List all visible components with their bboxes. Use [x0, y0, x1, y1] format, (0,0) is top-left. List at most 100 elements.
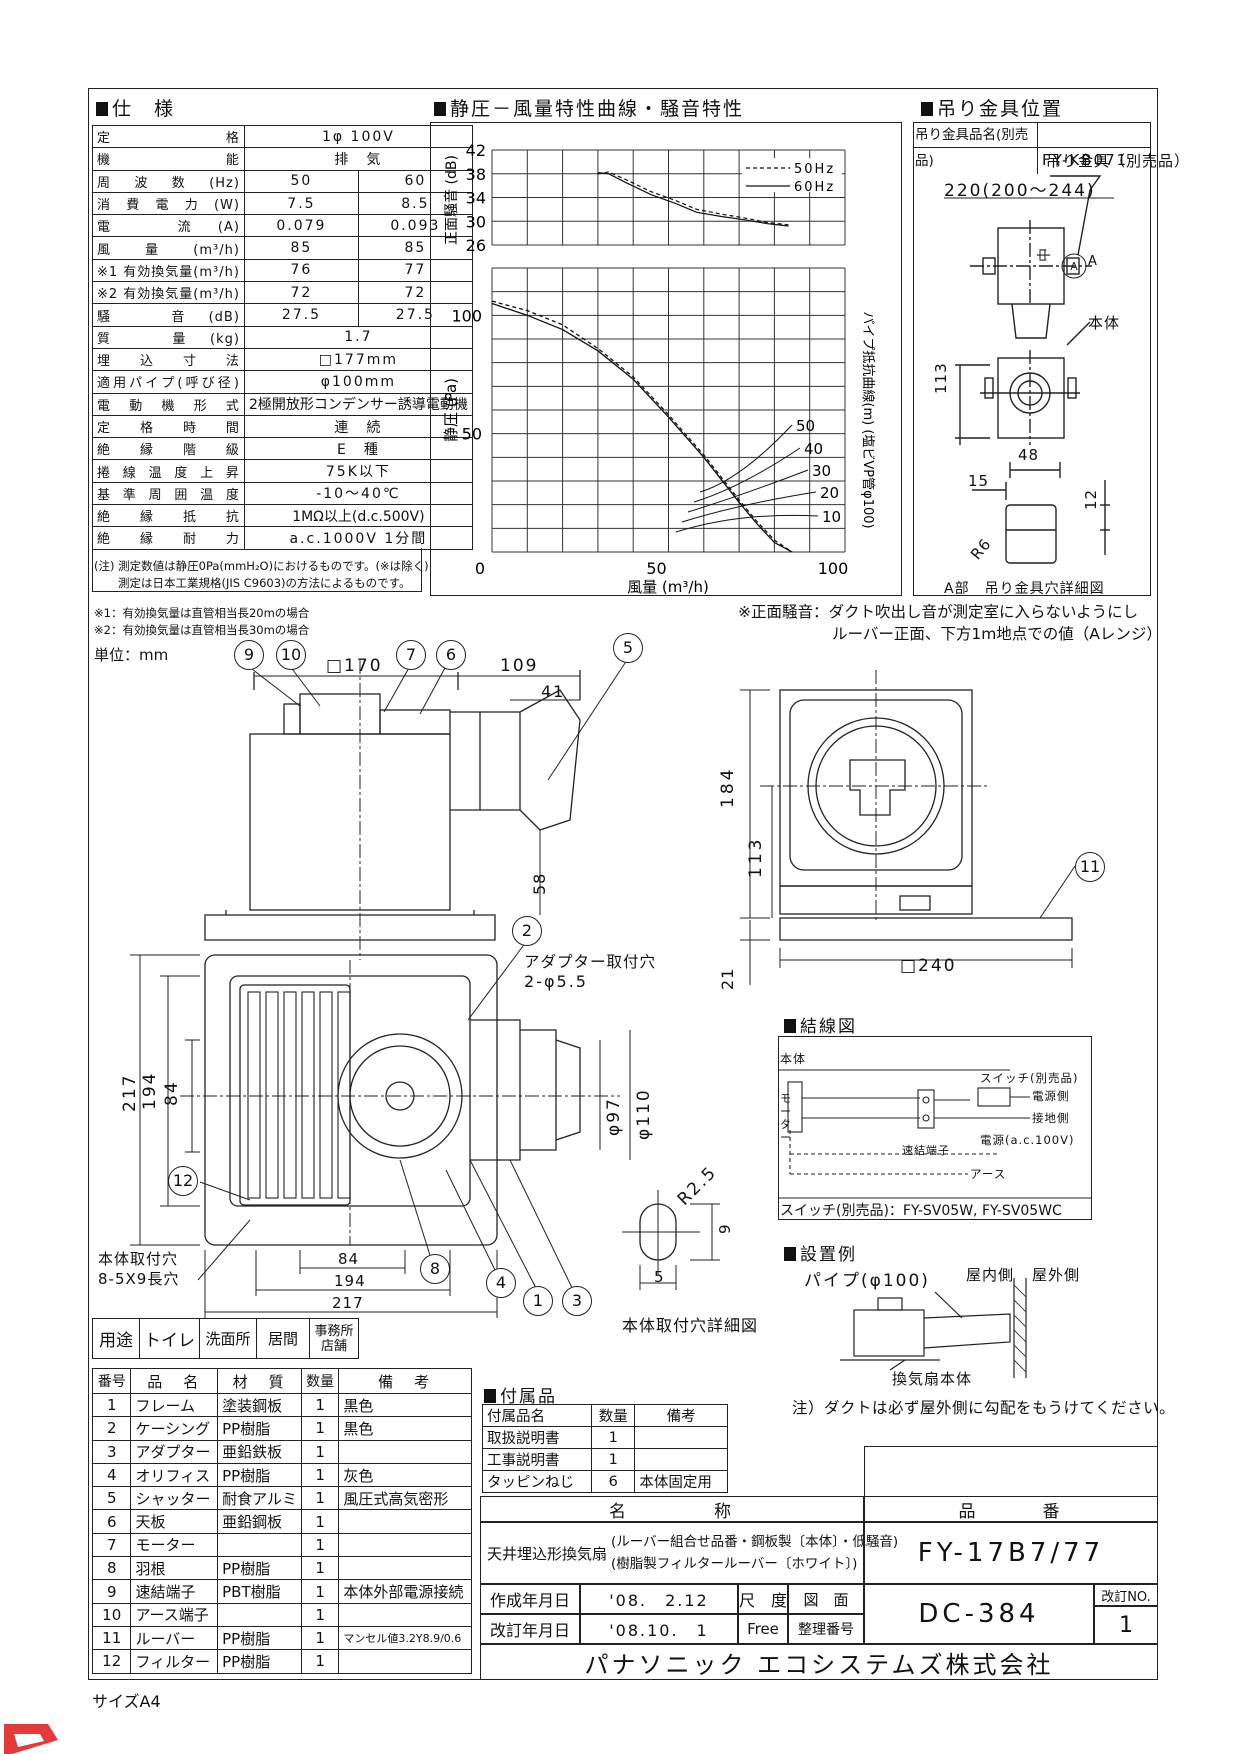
- hanger-name-label: 吊り金具品名(別売品): [913, 122, 1038, 174]
- parts-cell: 速結端子: [130, 1579, 219, 1604]
- front-note-2: ルーバー正面、下方1m地点での値（Aレンジ）: [832, 625, 1162, 643]
- callout-3: 3: [562, 1286, 592, 1316]
- legend-label: 60Hz: [794, 180, 835, 195]
- usage-washroom: 洗面所: [199, 1318, 257, 1359]
- spec-label: 基準周囲温度: [92, 481, 245, 506]
- wiring-motor: モーター: [780, 1092, 792, 1144]
- hanger-dim-48: 48: [1018, 446, 1040, 464]
- hanger-title: 吊り金具位置: [921, 94, 1063, 121]
- hanger-model: FY-KB071: [1042, 151, 1129, 169]
- usage-label: 用途: [92, 1318, 140, 1359]
- square-icon: [784, 1247, 796, 1261]
- titleblock-created-value: '08. 2.12: [580, 1584, 738, 1614]
- noise-y-tick: 34: [466, 189, 486, 208]
- titleblock-docno: DC-384: [864, 1584, 1094, 1644]
- parts-cell: シャッター: [130, 1486, 219, 1511]
- spec-note-box: [92, 548, 422, 592]
- usage-office: 事務所店舗: [309, 1318, 359, 1359]
- footnote-2: ※2：有効換気量は直管相当長30mの場合: [94, 623, 310, 637]
- pipe-curve: [681, 491, 817, 523]
- pipe-label: 10: [822, 508, 841, 526]
- wiring-switch-model: スイッチ(別売品)：FY-SV05W, FY-SV05WC: [780, 1203, 1062, 1219]
- spec-value-50hz: 85: [243, 236, 359, 260]
- legend-label: 50Hz: [794, 162, 835, 177]
- parts-cell: 塗装鋼板: [217, 1392, 302, 1418]
- spec-label: 騒 音(dB): [92, 303, 245, 327]
- hanger-body-label: 本体: [1088, 314, 1121, 332]
- titleblock-blank: [864, 1446, 1158, 1496]
- hanger-detail-label: A部 吊り金具穴詳細図: [944, 581, 1105, 597]
- parts-cell: 12: [91, 1649, 132, 1674]
- callout-8: 8: [420, 1254, 450, 1284]
- noise-series-60Hz: [597, 171, 789, 227]
- square-icon: [784, 1019, 796, 1033]
- wiring-title: 結線図: [784, 1012, 857, 1037]
- wiring-ground: アース: [970, 1167, 1007, 1181]
- parts-cell: 1: [300, 1486, 340, 1511]
- noise-y-label: 正面騒音 (dB): [443, 155, 460, 245]
- spec-value: □177mm: [243, 347, 473, 372]
- spec-value-50hz: 50: [243, 169, 359, 193]
- spec-value-60hz: 72: [357, 281, 473, 305]
- callout-2: 2: [512, 916, 542, 946]
- mount-hole-label: 本体取付穴: [98, 1250, 179, 1268]
- mount-detail-label: 本体取付穴詳細図: [622, 1316, 759, 1335]
- parts-cell: PP樹脂: [217, 1416, 302, 1441]
- parts-cell: 4: [91, 1462, 132, 1488]
- parts-cell: フレーム: [130, 1392, 219, 1418]
- titleblock-scale-label: 尺 度: [738, 1584, 788, 1614]
- parts-cell: 10: [91, 1602, 132, 1627]
- accessories-title: 付属品: [484, 1382, 557, 1407]
- titleblock-name-header: 名 称: [480, 1496, 864, 1522]
- parts-cell: 5: [91, 1486, 132, 1511]
- parts-cell: 2: [91, 1416, 132, 1441]
- square-icon: [96, 102, 108, 116]
- parts-cell: 6: [91, 1509, 132, 1534]
- callout-4: 4: [486, 1268, 516, 1298]
- square-icon: [434, 102, 446, 116]
- parts-cell: オリフィス: [130, 1462, 219, 1488]
- chart-title: 静圧－風量特性曲線・騒音特性: [434, 94, 744, 121]
- spec-label: 質 量(kg): [92, 325, 245, 349]
- hanger-bracket-label: 吊り金具（別売品）: [1046, 152, 1191, 170]
- dim-41: 41: [541, 682, 566, 701]
- spec-row: 質 量(kg)1.7: [92, 325, 473, 349]
- spec-label: 風量(m³/h): [92, 236, 245, 260]
- parts-cell: 耐食アルミ: [217, 1486, 302, 1511]
- parts-cell: PP樹脂: [217, 1462, 302, 1488]
- install-note: 注）ダクトは必ず屋外側に勾配をもうけてください。: [792, 1399, 1176, 1417]
- parts-cell: [338, 1649, 472, 1674]
- install-body: 換気扇本体: [892, 1370, 973, 1388]
- spec-label: ※1 有効換気量(m³/h): [92, 258, 245, 283]
- usage-living: 居間: [256, 1318, 310, 1359]
- parts-cell: [338, 1556, 472, 1581]
- parts-cell: 灰色: [338, 1462, 472, 1488]
- dim-84-bottom: 84: [338, 1250, 360, 1268]
- titleblock-drawing-value: 整理番号: [788, 1614, 864, 1644]
- dim-5: 5: [654, 1268, 665, 1286]
- install-pipe: パイプ(φ100): [804, 1271, 930, 1291]
- parts-cell: ケーシング: [130, 1416, 219, 1441]
- parts-cell: [338, 1602, 472, 1627]
- parts-cell: 1: [300, 1509, 340, 1534]
- spec-row: 適用パイプ(呼び径)φ100mm: [92, 370, 473, 394]
- spec-note-2: 測定は日本工業規格(JIS C9603)の方法によるものです。: [118, 576, 411, 590]
- titleblock-name-cell: 天井埋込形換気扇 (ルーバー組合せ品番・鋼板製〔本体〕・低騒音) (樹脂製フィル…: [480, 1522, 898, 1584]
- install-indoor: 屋内側: [966, 1266, 1015, 1284]
